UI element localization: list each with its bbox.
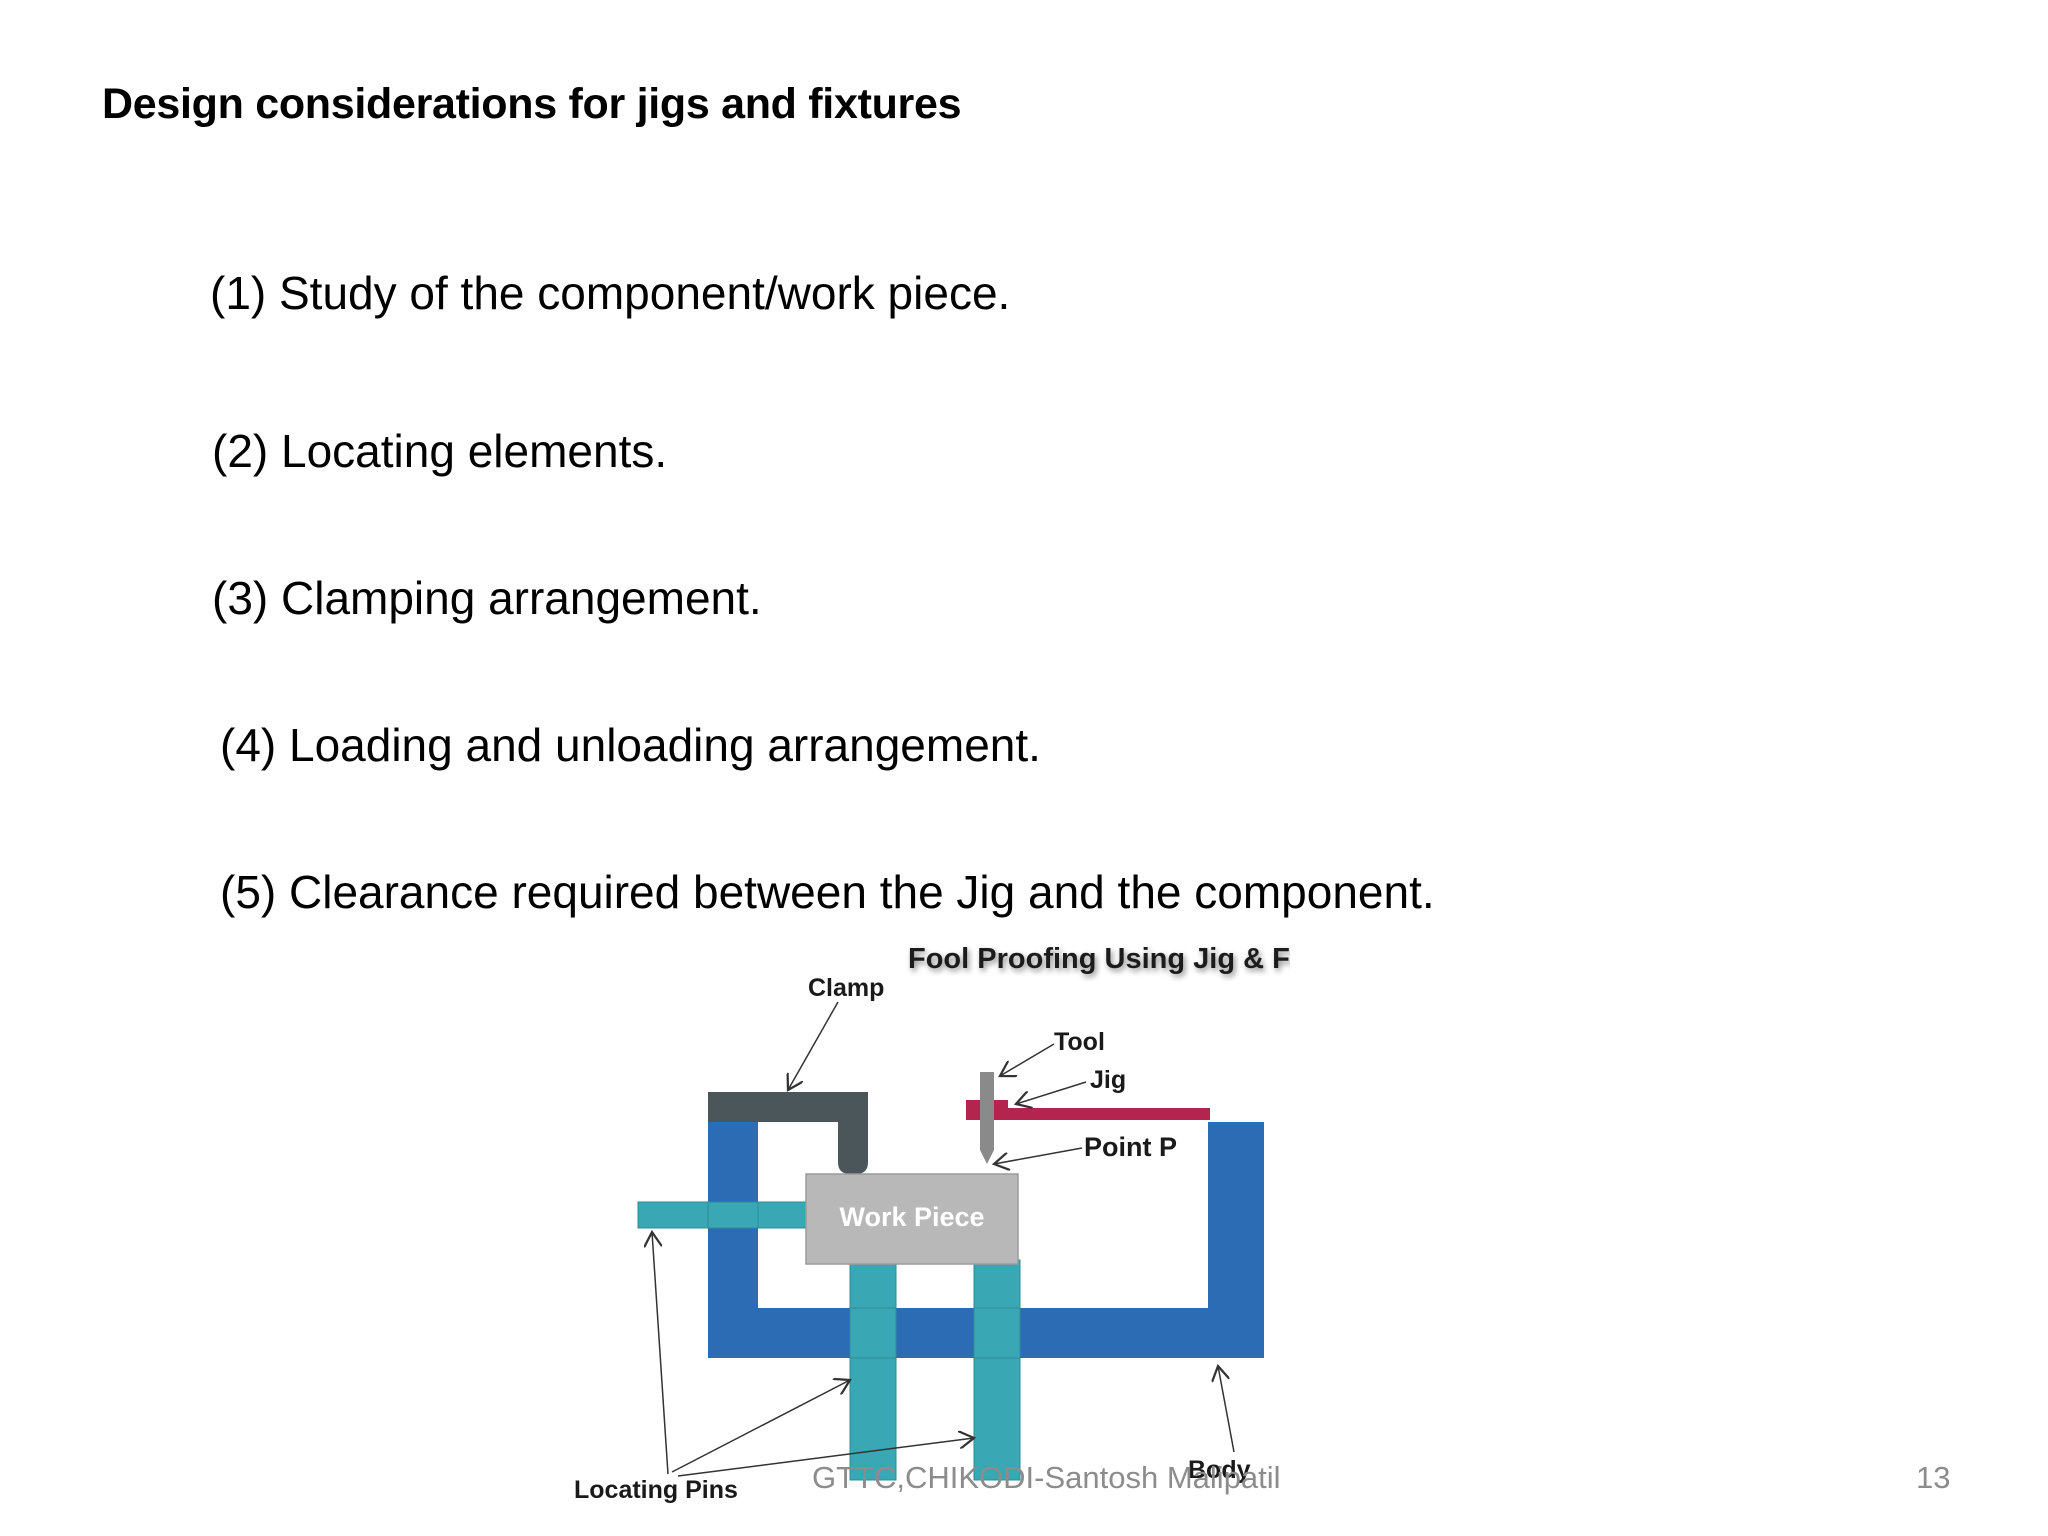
tool-label: Tool	[1054, 1028, 1105, 1056]
point-4: (4) Loading and unloading arrangement.	[220, 719, 1041, 771]
work-piece-label: Work Piece	[839, 1202, 984, 1232]
jig-plate	[966, 1100, 1210, 1120]
page-number: 13	[1916, 1460, 1951, 1495]
footer-text: GTTC,CHIKODI-Santosh Malipatil	[812, 1460, 1281, 1495]
work-piece: Work Piece	[805, 1173, 1019, 1265]
slide-title: Design considerations for jigs and fixtu…	[102, 80, 962, 128]
diagram-title: Fool Proofing Using Jig & Fixture	[908, 943, 1290, 975]
point-2: (2) Locating elements.	[212, 425, 668, 477]
point-3: (3) Clamping arrangement.	[212, 572, 762, 624]
jig-label: Jig	[1090, 1066, 1126, 1094]
clamp-label: Clamp	[808, 974, 884, 1002]
jig-fixture-diagram: Work Piece Fool Proofing Using Jig & Fix…	[560, 940, 1290, 1520]
point-p-label: Point P	[1084, 1132, 1177, 1162]
tool	[980, 1072, 994, 1164]
point-1: (1) Study of the component/work piece.	[210, 267, 1011, 319]
point-5: (5) Clearance required between the Jig a…	[220, 866, 1435, 918]
clamp	[708, 1092, 868, 1174]
body-label: Body	[1188, 1456, 1251, 1484]
locating-pins-label: Locating Pins	[574, 1476, 738, 1504]
